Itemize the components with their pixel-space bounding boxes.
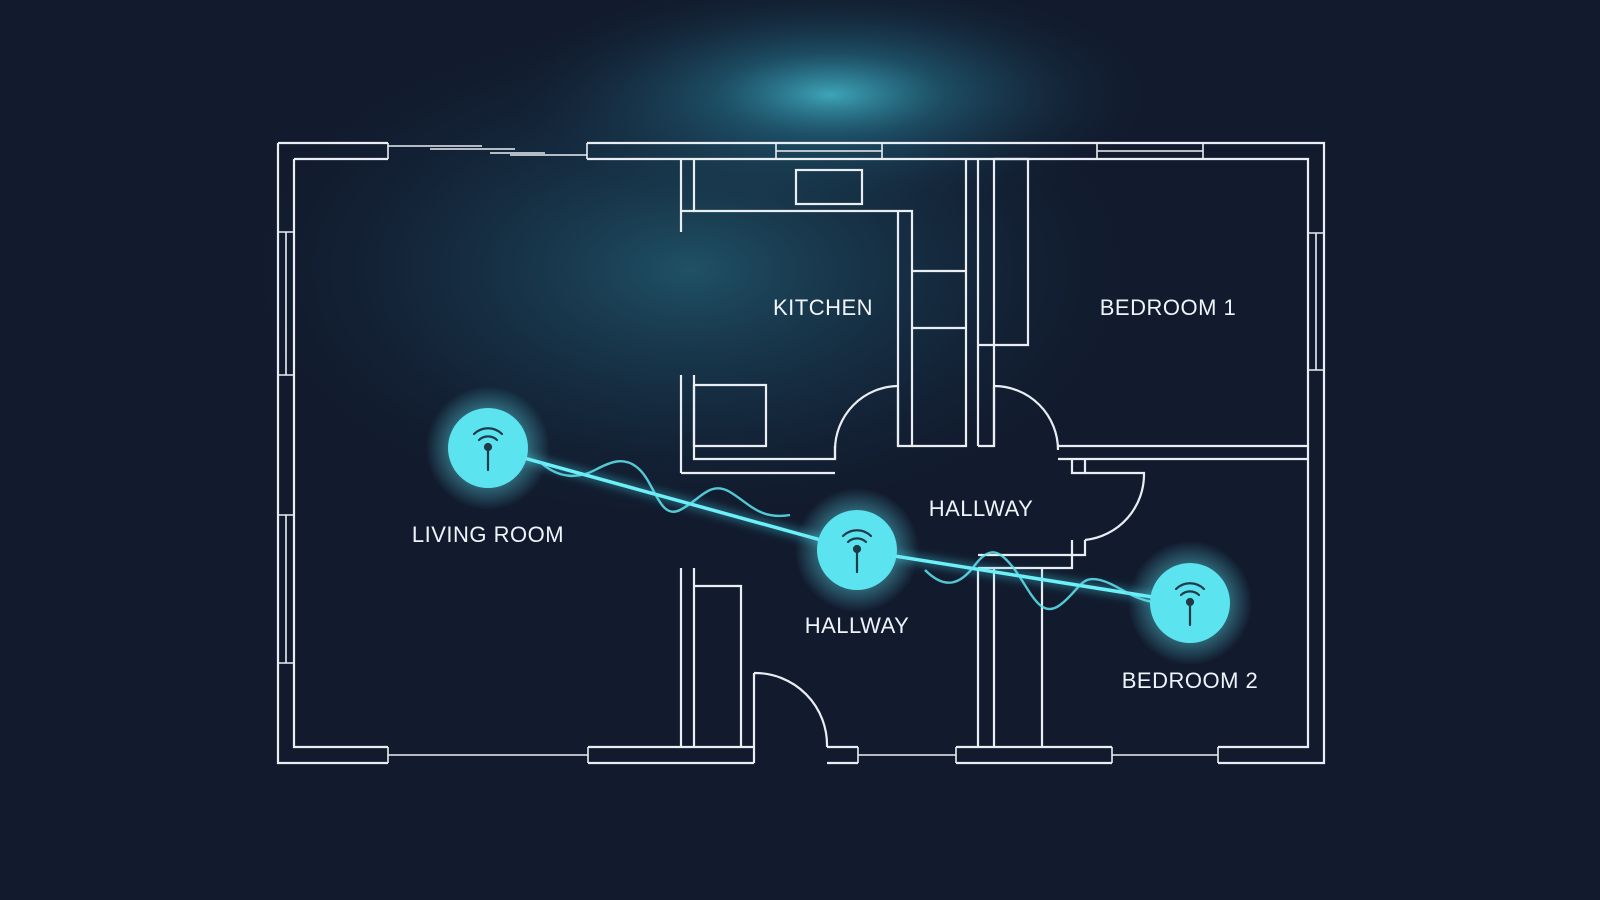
- room-label-bedroom-1: BEDROOM 1: [1100, 295, 1237, 320]
- room-label-hallway-lower: HALLWAY: [805, 613, 910, 638]
- node-bedroom-2[interactable]: [1128, 541, 1252, 665]
- node-hallway[interactable]: [795, 488, 919, 612]
- wifi-icon: [472, 427, 504, 472]
- node-living-room[interactable]: [426, 386, 550, 510]
- room-label-bedroom-2: BEDROOM 2: [1122, 668, 1259, 693]
- signal-wave-2: [924, 551, 1161, 611]
- ambient-glow-rooms: [230, 10, 1150, 530]
- walls: [276, 141, 1326, 765]
- wifi-icon: [1174, 582, 1206, 627]
- signal-wave-1: [539, 460, 791, 518]
- wifi-icon: [841, 529, 873, 574]
- room-label-kitchen: KITCHEN: [773, 295, 873, 320]
- room-label-hallway-upper: HALLWAY: [929, 496, 1034, 521]
- room-label-living-room: LIVING ROOM: [412, 522, 564, 547]
